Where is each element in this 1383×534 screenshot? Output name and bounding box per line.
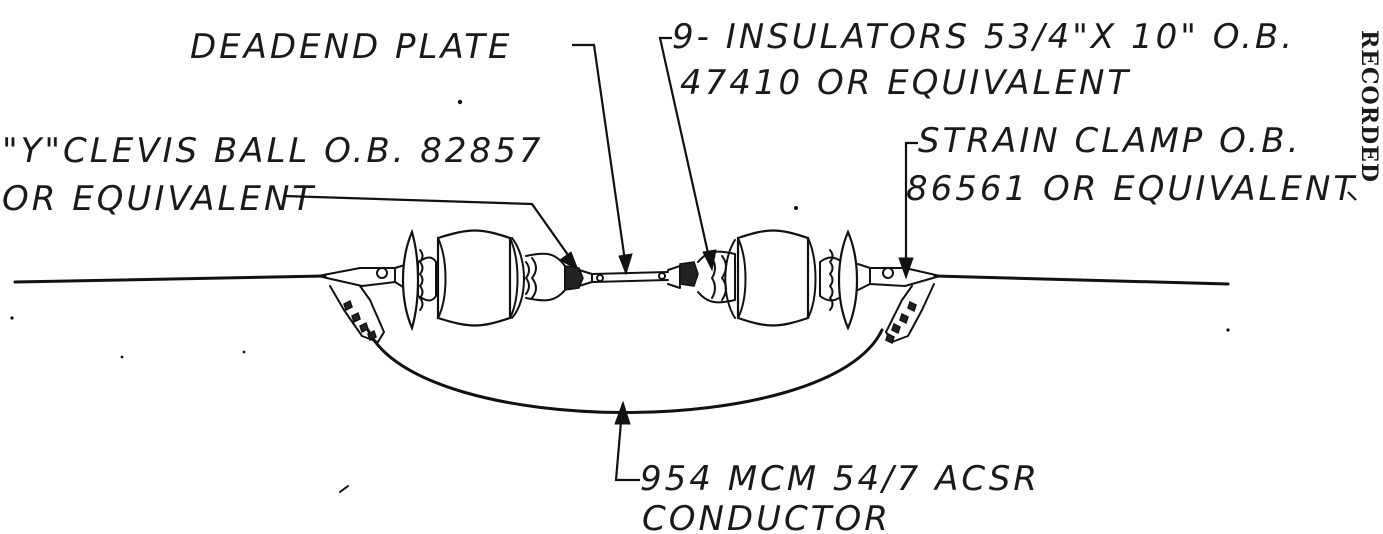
stray-dot (120, 355, 124, 359)
clevis-leader (283, 194, 574, 263)
strain-label-tick (1347, 191, 1357, 201)
right-conductor-line (933, 274, 1230, 286)
left-strain-clamp (317, 267, 396, 343)
stray-mark (339, 485, 349, 493)
stray-dot (794, 206, 798, 210)
left-insulator-string (394, 228, 593, 332)
conductor-label-line2: CONDUCTOR (642, 499, 891, 534)
strain-clamp-label-line1: STRAIN CLAMP O.B. (918, 121, 1301, 161)
stray-dot (242, 350, 246, 354)
right-insulator-string (667, 229, 871, 331)
clevis-label-line1: "Y"CLEVIS BALL O.B. 82857 (2, 131, 543, 171)
strain-clamp-leader (904, 141, 918, 268)
jumper-loop (366, 328, 884, 414)
stray-dot (10, 316, 14, 320)
conductor-label-line1: 954 MCM 54/7 ACSR (640, 459, 1040, 499)
clevis-arrow (559, 251, 579, 272)
insulators-label-line1: 9- INSULATORS 53/4"X 10" O.B. (672, 17, 1295, 57)
recorded-stamp: RECORDED (1356, 30, 1382, 183)
deadend-plate (591, 271, 669, 283)
clevis-label-line2: OR EQUIVALENT (2, 179, 316, 219)
insulators-label-line2: 47410 OR EQUIVALENT (680, 63, 1131, 103)
right-strain-clamp (869, 267, 941, 345)
stray-dot (457, 99, 463, 105)
strain-clamp-label-line2: 86561 OR EQUIVALENT (906, 169, 1357, 209)
insulators-leader (658, 36, 712, 263)
stray-dot (1226, 328, 1230, 332)
deadend-plate-leader (572, 43, 628, 269)
deadend-plate-arrow (618, 253, 633, 276)
left-conductor-line (13, 274, 327, 284)
conductor-leader (614, 409, 640, 482)
deadend-plate-label: DEADEND PLATE (190, 27, 513, 67)
